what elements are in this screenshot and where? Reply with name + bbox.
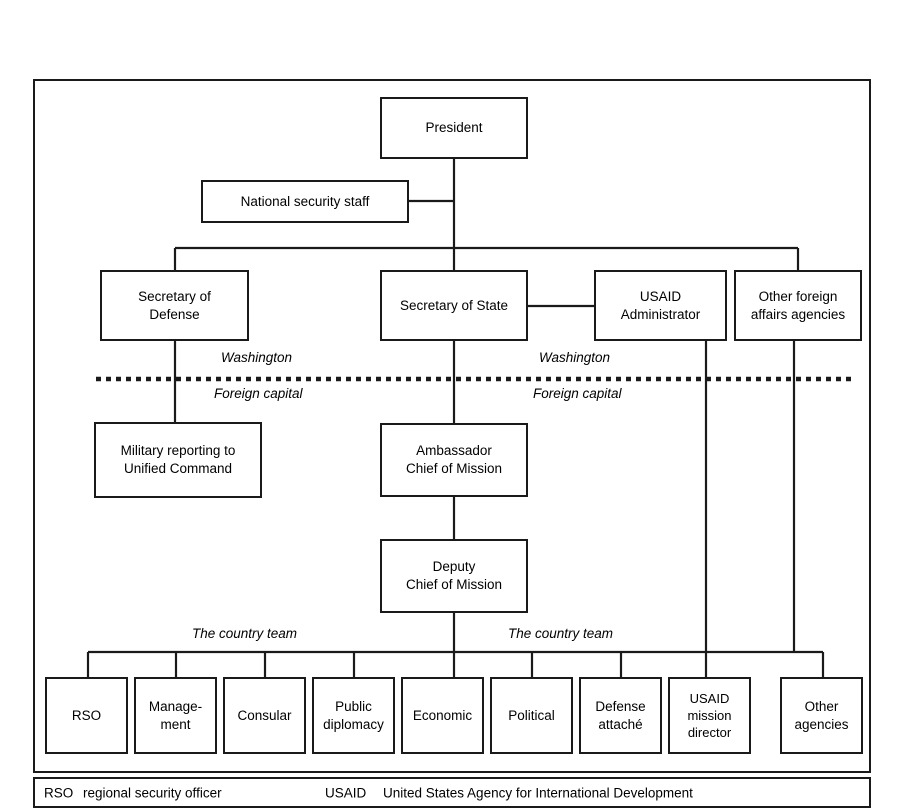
node-public-diplomacy[interactable]: Public diplomacy: [312, 677, 395, 754]
team-label-country-team-right-text: The country team: [508, 626, 614, 641]
node-military-reporting-label: Military reporting to Unified Command: [120, 443, 236, 476]
node-deputy-chief-of-mission[interactable]: Deputy Chief of Mission: [380, 539, 528, 613]
node-other-agencies[interactable]: Other agencies: [780, 677, 863, 754]
node-consular[interactable]: Consular: [223, 677, 306, 754]
node-political-label: Political: [508, 707, 555, 723]
node-secretary-of-defense[interactable]: Secretary of Defense: [100, 270, 249, 341]
node-ambassador[interactable]: Ambassador Chief of Mission: [380, 423, 528, 497]
node-defense-attache[interactable]: Defense attaché: [579, 677, 662, 754]
node-management-label: Manage- ment: [148, 698, 203, 732]
region-label-washington-right-text: Washington: [539, 350, 611, 365]
node-other-agencies-label: Other agencies: [794, 698, 849, 732]
legend-definition-usaid: United States Agency for International D…: [383, 785, 693, 800]
region-label-foreign-capital-left: Foreign capital: [214, 386, 303, 401]
legend-definition-rso: regional security officer: [83, 785, 222, 800]
node-national-security-staff-label: National security staff: [240, 193, 370, 209]
node-usaid-administrator[interactable]: USAID Administrator: [594, 270, 727, 341]
legend-bar: RSO regional security officer USAID Unit…: [33, 777, 871, 808]
node-president[interactable]: President: [380, 97, 528, 159]
node-economic[interactable]: Economic: [401, 677, 484, 754]
node-national-security-staff[interactable]: National security staff: [201, 180, 409, 223]
region-label-foreign-capital-right: Foreign capital: [533, 386, 622, 401]
node-president-label: President: [425, 120, 483, 136]
team-label-country-team-right: The country team: [508, 626, 613, 641]
region-label-washington-right: Washington: [539, 350, 610, 365]
node-usaid-administrator-label: USAID Administrator: [620, 288, 701, 322]
legend-abbr-rso: RSO: [44, 785, 74, 800]
node-other-foreign-affairs-agencies-label: Other foreign affairs agencies: [750, 288, 846, 322]
node-public-diplomacy-label: Public diplomacy: [323, 698, 384, 732]
node-economic-label: Economic: [412, 707, 473, 723]
node-secretary-of-state[interactable]: Secretary of State: [380, 270, 528, 341]
node-secretary-of-state-label: Secretary of State: [399, 297, 509, 313]
node-secretary-of-defense-label: Secretary of Defense: [138, 288, 211, 322]
node-rso-label: RSO: [71, 707, 102, 723]
node-consular-label: Consular: [237, 707, 292, 723]
node-political[interactable]: Political: [490, 677, 573, 754]
node-deputy-chief-of-mission-label: Deputy Chief of Mission: [405, 559, 503, 592]
node-military-reporting[interactable]: Military reporting to Unified Command: [94, 422, 262, 498]
region-label-foreign-capital-right-text: Foreign capital: [533, 386, 622, 401]
node-management[interactable]: Manage- ment: [134, 677, 217, 754]
node-rso[interactable]: RSO: [45, 677, 128, 754]
node-other-foreign-affairs-agencies[interactable]: Other foreign affairs agencies: [734, 270, 862, 341]
node-usaid-mission-director[interactable]: USAID mission director: [668, 677, 751, 754]
region-label-washington-left-text: Washington: [221, 350, 293, 365]
diagram-outer-frame: [33, 79, 871, 773]
node-ambassador-label: Ambassador Chief of Mission: [405, 443, 503, 476]
node-usaid-mission-director-label: USAID mission director: [687, 690, 732, 741]
node-defense-attache-label: Defense attaché: [595, 698, 646, 732]
region-label-washington-left: Washington: [221, 350, 292, 365]
team-label-country-team-left-text: The country team: [192, 626, 298, 641]
region-label-foreign-capital-left-text: Foreign capital: [214, 386, 303, 401]
team-label-country-team-left: The country team: [192, 626, 297, 641]
legend-abbr-usaid: USAID: [325, 785, 367, 800]
